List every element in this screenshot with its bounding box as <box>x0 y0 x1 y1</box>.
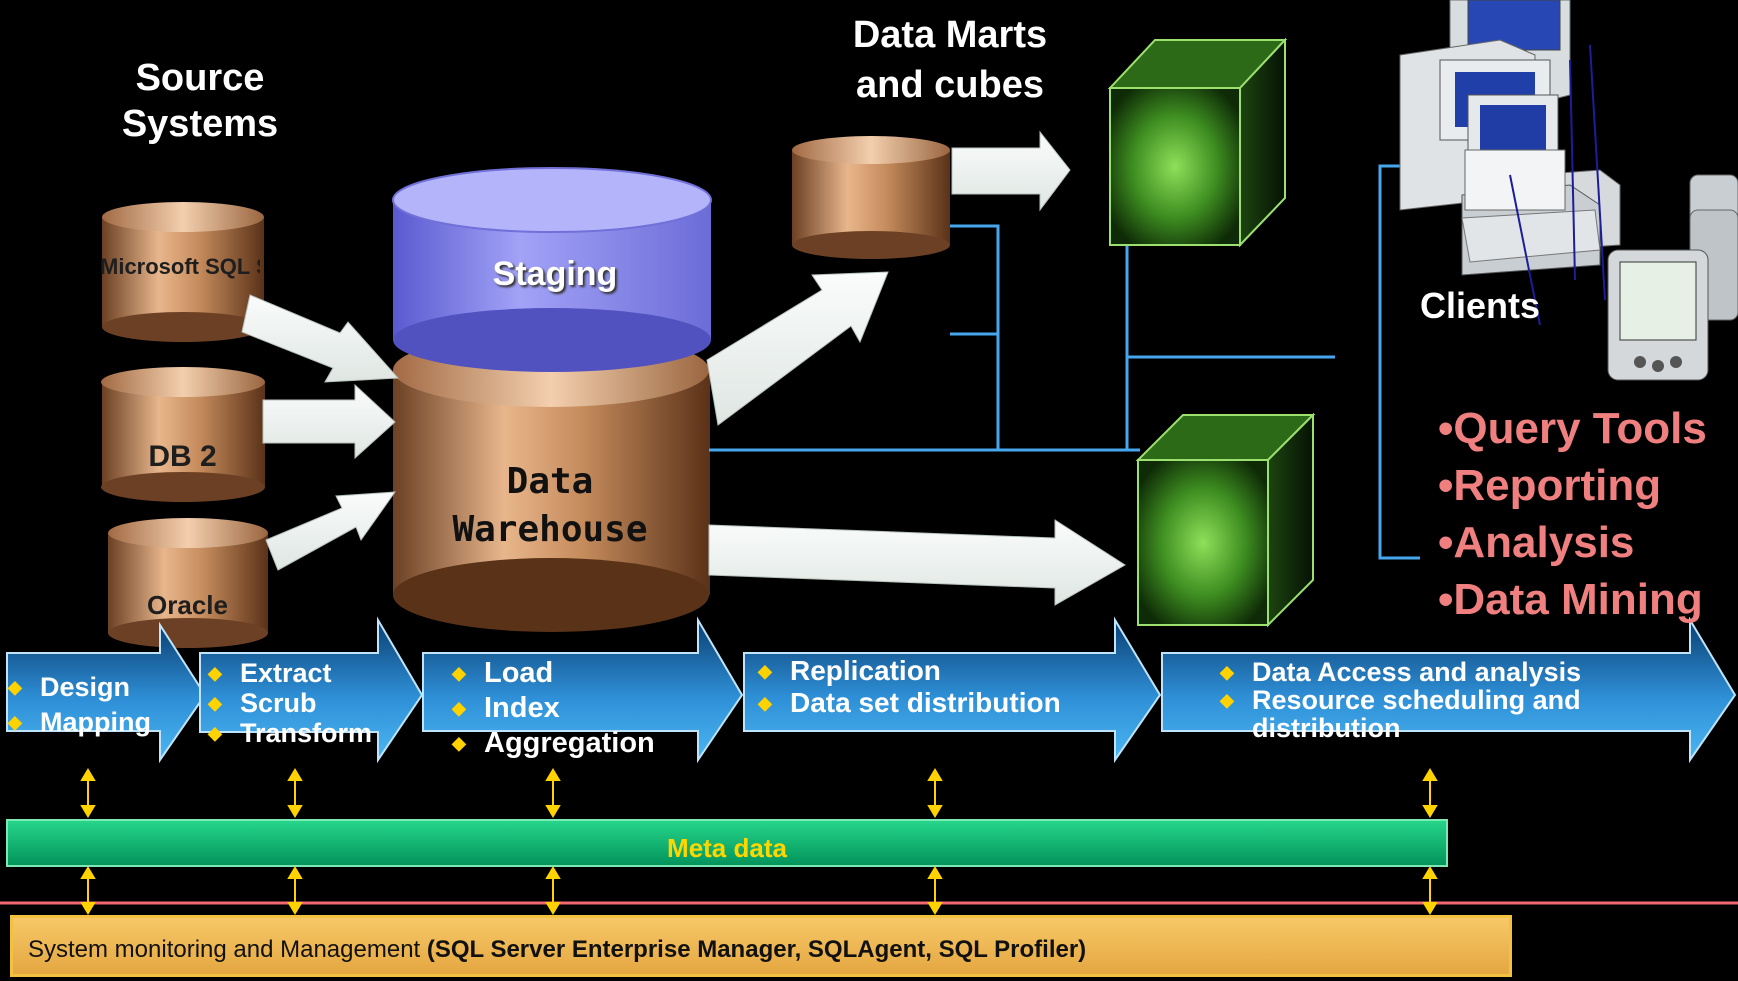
tool-reporting: •Reporting <box>1438 461 1662 510</box>
source-systems-title: Source Systems <box>121 57 279 145</box>
metadata-label: Meta data <box>667 833 787 863</box>
client-tools-list: •Query Tools •Reporting •Analysis •Data … <box>1438 400 1707 628</box>
step-item: Aggregation <box>452 726 655 761</box>
cube-upper <box>1107 37 1288 248</box>
monitoring-prefix: System monitoring and Management <box>28 936 427 963</box>
sync-arrow-5 <box>1422 768 1438 818</box>
flow-arrows <box>241 130 1126 606</box>
step-item: Data set distribution <box>758 687 1061 719</box>
step-item: Mapping <box>8 705 151 740</box>
arrow-warehouse-to-cube <box>708 519 1126 606</box>
arrow-warehouse-to-mart <box>706 271 889 426</box>
step-design-list: Design Mapping <box>8 670 151 740</box>
staging-label: Staging <box>492 255 618 293</box>
step-access-list: Data Access and analysis Resource schedu… <box>1220 658 1582 742</box>
sync-arrow-9 <box>927 866 943 915</box>
metadata-bar <box>6 819 1448 867</box>
sync-arrow-7 <box>287 866 303 915</box>
step-extract-list: Extract Scrub Transform <box>208 658 372 748</box>
step-item: Extract <box>208 658 372 688</box>
tool-query-tools: •Query Tools <box>1438 404 1707 453</box>
oracle-cylinder <box>108 518 268 648</box>
sqlserver-cylinder <box>102 202 264 342</box>
arrow-db2-to-warehouse <box>262 383 396 460</box>
step-item: Transform <box>208 718 372 748</box>
sync-arrow-6 <box>80 866 96 915</box>
arrow-oracle-to-warehouse <box>265 491 397 571</box>
step-item: Design <box>8 670 151 705</box>
tool-analysis: •Analysis <box>1438 518 1635 567</box>
staging-cylinder <box>392 167 712 372</box>
db2-label: DB 2 <box>148 440 217 473</box>
step-item: Replication <box>758 655 1061 687</box>
step-load-list: Load Index Aggregation <box>452 656 655 761</box>
monitoring-text: System monitoring and Management (SQL Se… <box>28 936 1086 964</box>
oracle-label: Oracle <box>147 590 228 620</box>
sync-arrow-4 <box>927 768 943 818</box>
sqlserver-label: Microsoft SQL Server <box>100 254 260 279</box>
step-replication-list: Replication Data set distribution <box>758 655 1061 719</box>
sync-arrow-3 <box>545 768 561 818</box>
client-computers-icon <box>1399 0 1621 326</box>
monitoring-bar <box>10 915 1512 977</box>
step-item: Resource scheduling and distribution <box>1220 686 1582 742</box>
tool-data-mining: •Data Mining <box>1438 575 1703 624</box>
step-item: Load <box>452 656 655 691</box>
sync-arrow-2 <box>287 768 303 818</box>
arrow-mart-to-cube <box>951 130 1071 212</box>
data-warehouse-label: Data Warehouse <box>452 461 648 550</box>
arrow-sqlserver-to-staging <box>241 294 400 383</box>
step-item: Index <box>452 691 655 726</box>
step-item: Data Access and analysis <box>1220 658 1582 686</box>
step-item: Scrub <box>208 688 372 718</box>
sync-arrow-1 <box>80 768 96 818</box>
sync-arrow-8 <box>545 866 561 915</box>
clients-title: Clients <box>1420 285 1541 326</box>
data-mart-cylinder <box>792 136 950 259</box>
monitoring-tools: (SQL Server Enterprise Manager, SQLAgent… <box>426 936 1087 963</box>
db2-cylinder <box>101 367 265 502</box>
sync-arrow-10 <box>1422 866 1438 915</box>
cube-lower <box>1135 412 1316 628</box>
sync-arrows <box>80 768 1438 915</box>
data-marts-title: Data Marts and cubes <box>852 14 1048 106</box>
pda-devices-icon <box>1607 174 1738 381</box>
